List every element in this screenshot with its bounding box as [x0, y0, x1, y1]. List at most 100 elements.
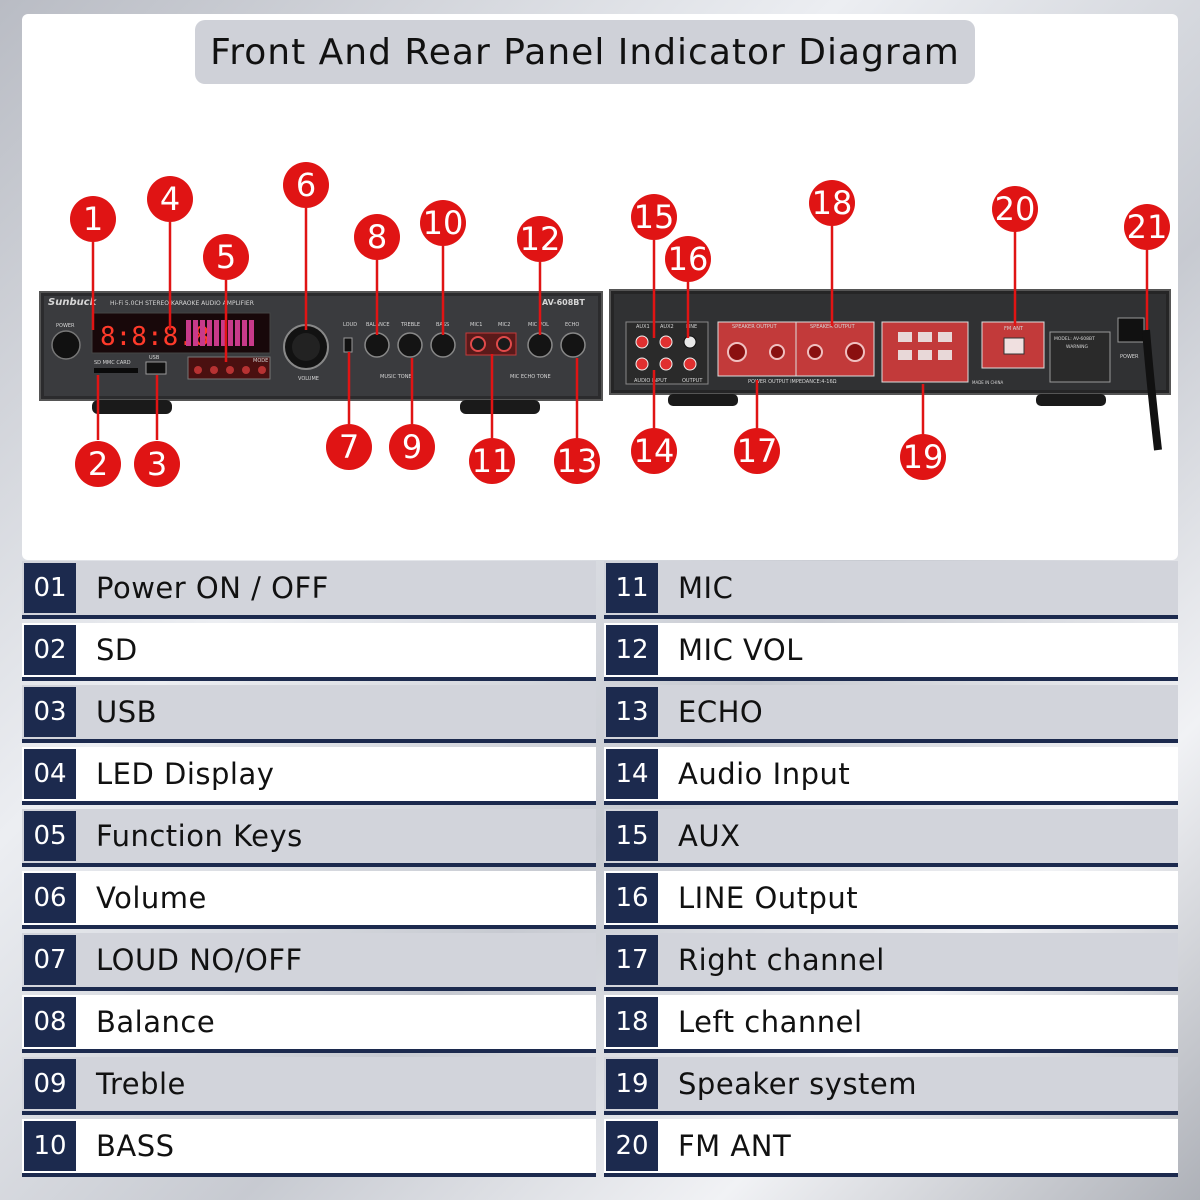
svg-text:4: 4 [160, 180, 180, 218]
svg-text:7: 7 [339, 428, 359, 466]
legend-row: 17 Right channel [604, 933, 1178, 991]
sd-label: SD MMC CARD [94, 360, 131, 366]
svg-text:2: 2 [88, 445, 108, 483]
legend-label: Volume [96, 881, 207, 915]
mic2-jack [496, 336, 512, 352]
diagram-card [22, 14, 1178, 560]
mic1-jack [470, 336, 486, 352]
legend-number: 19 [606, 1059, 658, 1109]
legend-number: 11 [606, 563, 658, 613]
power-knob [51, 330, 81, 360]
output-label: OUTPUT [682, 378, 703, 384]
legend-number: 08 [24, 997, 76, 1047]
line-label: LINE [686, 324, 697, 330]
treble-label: TREBLE [400, 322, 420, 328]
marker-4: 4 [147, 176, 193, 222]
legend-number: 18 [606, 997, 658, 1047]
made-in-label: MADE IN CHINA [972, 380, 1003, 385]
legend-row: 09 Treble [22, 1057, 596, 1115]
legend-label: SD [96, 633, 138, 667]
marker-10: 10 [420, 200, 466, 246]
speaker-output-label-2: SPEAKER OUTPUT [810, 324, 856, 330]
rear-power-label: POWER [1120, 354, 1139, 360]
legend-row: 18 Left channel [604, 995, 1178, 1053]
marker-17: 17 [734, 428, 780, 474]
mode-label: MODE [253, 358, 268, 364]
legend-number: 20 [606, 1121, 658, 1171]
legend-label: Function Keys [96, 819, 303, 853]
usb-port [145, 361, 167, 375]
power-label: POWER [56, 323, 75, 329]
legend-label: LINE Output [678, 881, 859, 915]
legend-label: Audio Input [678, 757, 851, 791]
legend-label: Treble [96, 1067, 186, 1101]
legend-label: USB [96, 695, 158, 729]
legend-label: Power ON / OFF [96, 571, 329, 605]
svg-text:10: 10 [423, 204, 464, 242]
svg-text:6: 6 [296, 166, 316, 204]
music-tone-label: MUSIC TONE [380, 374, 412, 380]
marker-6: 6 [283, 162, 329, 208]
legend-number: 14 [606, 749, 658, 799]
bass-knob [430, 332, 456, 358]
legend-label: Balance [96, 1005, 216, 1039]
legend-number: 09 [24, 1059, 76, 1109]
balance-knob [364, 332, 390, 358]
legend-row: 05 Function Keys [22, 809, 596, 867]
rear-model-label: MODEL: AV-608BT [1054, 336, 1095, 342]
treble-knob [397, 332, 423, 358]
mic-vol-knob [527, 332, 553, 358]
usb-label: USB [149, 355, 160, 361]
aux1-label: AUX1 [636, 324, 650, 330]
legend-number: 15 [606, 811, 658, 861]
legend-row: 14 Audio Input [604, 747, 1178, 805]
legend-number: 10 [24, 1121, 76, 1171]
mic1-label: MIC1 [470, 322, 482, 328]
svg-text:19: 19 [903, 438, 944, 476]
legend-number: 01 [24, 563, 76, 613]
audio-input-label: AUDIO INPUT [634, 378, 668, 384]
legend-row: 06 Volume [22, 871, 596, 929]
svg-text:15: 15 [634, 198, 675, 236]
legend-number: 17 [606, 935, 658, 985]
marker-15: 15 [631, 194, 677, 240]
loud-label: LOUD [343, 322, 357, 328]
display-digits: 8:8:8.8 [100, 322, 210, 352]
legend-number: 16 [606, 873, 658, 923]
leader-lines [91, 208, 1149, 440]
fm-ant-label: FM ANT [1004, 326, 1024, 332]
sd-slot [94, 368, 138, 373]
legend-label: Right channel [678, 943, 885, 977]
marker-12: 12 [517, 216, 563, 262]
marker-5: 5 [203, 234, 249, 280]
svg-text:17: 17 [737, 432, 778, 470]
echo-label: ECHO [565, 322, 579, 328]
svg-text:12: 12 [520, 220, 561, 258]
svg-text:20: 20 [995, 190, 1036, 228]
marker-3: 3 [134, 441, 180, 487]
rear-panel: AUX1 AUX2 LINE AUDIO INPUT OUTPUT SPEAKE… [609, 289, 1171, 451]
model-label: AV-608BT [542, 298, 585, 307]
markers: 1 2 3 4 5 6 7 8 9 10 11 12 13 14 15 16 1… [70, 162, 1170, 487]
legend-label: Left channel [678, 1005, 863, 1039]
svg-text:1: 1 [83, 200, 103, 238]
brand-label: Sunbuck [48, 297, 98, 308]
legend-label: Speaker system [678, 1067, 918, 1101]
svg-text:18: 18 [812, 184, 853, 222]
svg-text:8: 8 [367, 218, 387, 256]
mic-echo-tone-label: MIC ECHO TONE [510, 374, 551, 380]
led-display [91, 312, 271, 354]
echo-knob [560, 332, 586, 358]
marker-8: 8 [354, 214, 400, 260]
warning-label: WARNING [1066, 344, 1088, 350]
legend-number: 06 [24, 873, 76, 923]
legend-number: 05 [24, 811, 76, 861]
